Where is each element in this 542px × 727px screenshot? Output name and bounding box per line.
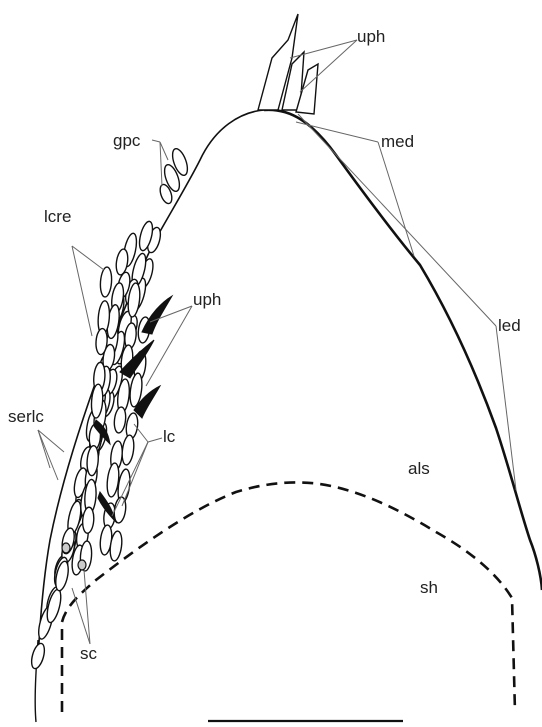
label-serlc: serlc (8, 407, 44, 426)
marginal-cell (29, 642, 47, 670)
marginal-cell (121, 434, 136, 465)
label-med: med (381, 132, 414, 151)
apical-hairs (258, 14, 318, 114)
leaf-right-margin (264, 110, 542, 590)
marginal-cell (115, 248, 130, 275)
label-gpc: gpc (113, 131, 141, 150)
sheath-boundary-line (62, 482, 515, 712)
label-lcre: lcre (44, 207, 71, 226)
label-als: als (408, 459, 430, 478)
label-sc: sc (80, 644, 98, 663)
marginal-cell (113, 406, 127, 433)
label-uph-marginal: uph (193, 290, 221, 309)
marginal-cell (99, 267, 112, 298)
label-sh: sh (420, 578, 438, 597)
label-lc: lc (163, 427, 176, 446)
leaf-left-margin (38, 110, 264, 660)
label-led: led (498, 316, 521, 335)
label-uph-apical: uph (357, 27, 385, 46)
